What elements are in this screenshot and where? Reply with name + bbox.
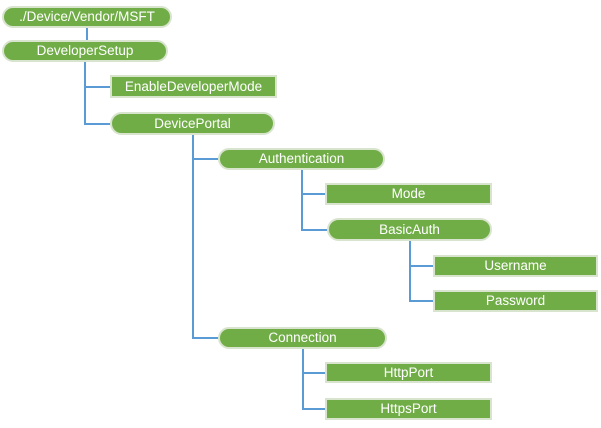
node-enable-developer-mode: EnableDeveloperMode [110, 75, 277, 98]
connector-segment [84, 86, 110, 88]
connector-segment [302, 349, 304, 410]
node-label: HttpsPort [380, 401, 437, 417]
node-label: ./Device/Vendor/MSFT [19, 9, 155, 25]
connector-segment [192, 337, 218, 339]
node-label: EnableDeveloperMode [124, 78, 263, 94]
node-label: Mode [391, 186, 426, 202]
node-http-port: HttpPort [325, 362, 492, 383]
node-developer-setup: DeveloperSetup [2, 40, 168, 62]
node-connection: Connection [218, 327, 387, 349]
node-mode: Mode [325, 183, 492, 205]
connector-segment [301, 229, 327, 231]
node-root: ./Device/Vendor/MSFT [2, 6, 172, 28]
node-https-port: HttpsPort [325, 398, 492, 420]
node-label: DeveloperSetup [36, 43, 134, 59]
node-device-portal: DevicePortal [110, 112, 275, 135]
connector-segment [84, 123, 110, 125]
connector-segment [301, 193, 325, 195]
node-label: BasicAuth [379, 221, 440, 237]
connector-segment [84, 62, 86, 125]
connector-segment [409, 241, 411, 302]
connector-segment [86, 28, 88, 40]
connector-segment [301, 170, 303, 231]
connector-segment [192, 158, 218, 160]
node-password: Password [433, 290, 598, 312]
node-label: Connection [268, 330, 337, 346]
connector-segment [192, 135, 194, 339]
node-basic-auth: BasicAuth [327, 218, 492, 241]
node-label: Username [484, 258, 547, 274]
node-label: HttpPort [383, 364, 434, 380]
node-label: Authentication [258, 151, 345, 167]
node-label: DevicePortal [154, 115, 231, 131]
node-authentication: Authentication [218, 148, 385, 170]
node-username: Username [433, 255, 598, 277]
connector-segment [302, 408, 325, 410]
connector-segment [409, 300, 433, 302]
connector-segment [409, 265, 433, 267]
node-label: Password [485, 293, 546, 309]
connector-segment [302, 372, 325, 374]
